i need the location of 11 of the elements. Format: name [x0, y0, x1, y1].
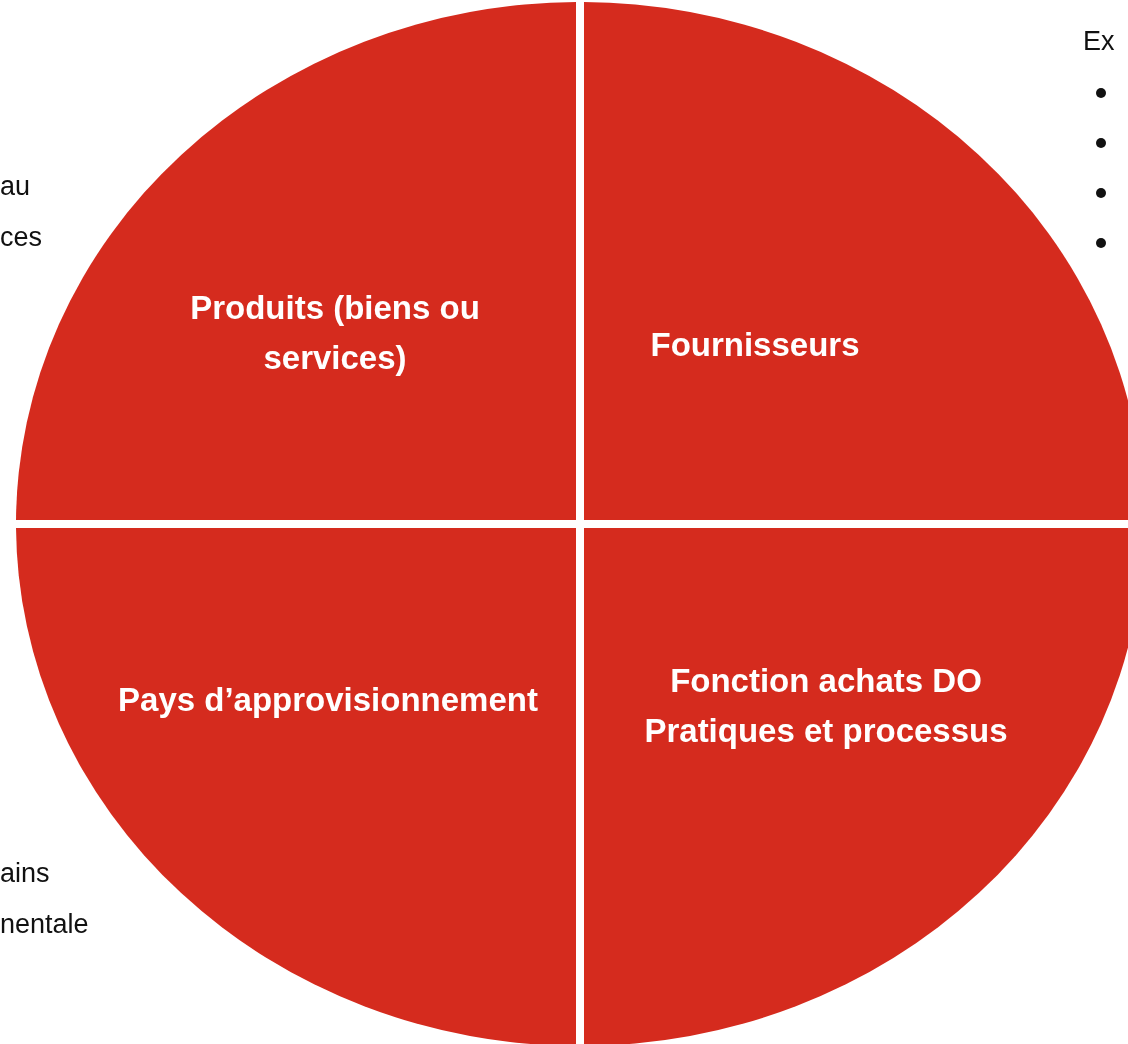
quadrant-segment	[584, 2, 1128, 520]
cut-off-text: au	[0, 173, 31, 200]
cut-off-text: Ex	[1083, 28, 1115, 55]
segment-label: Fournisseurs	[649, 325, 861, 366]
cut-off-text: nentale	[0, 911, 89, 938]
cut-off-text: ains	[0, 860, 50, 887]
cut-off-text: ces	[0, 224, 43, 251]
quadrant-segment	[584, 528, 1128, 1044]
segment-label: Pays d’approvisionnement	[117, 680, 539, 721]
segment-label: Fonction achats DO Pratiques et processus	[643, 660, 1009, 751]
segment-label: Produits (biens ou services)	[189, 287, 481, 378]
